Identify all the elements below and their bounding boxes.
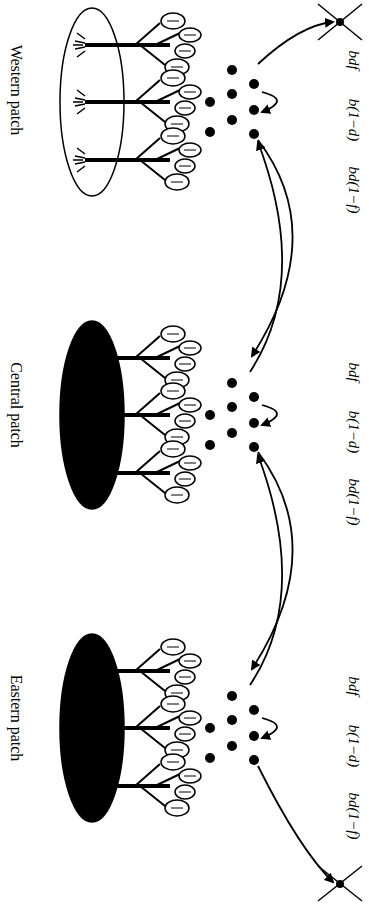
rate-label: b(1−d) [345, 97, 362, 144]
patch-name: Western patch [8, 45, 24, 136]
rate-label: bdf [345, 360, 362, 383]
rate-label: bdf [345, 674, 362, 697]
rate-label: bd(1−f) [345, 165, 362, 216]
rate-label: bd(1−f) [345, 791, 362, 842]
patch-name: Eastern patch [8, 675, 24, 762]
patch-name: Central patch [8, 362, 24, 448]
rate-label: bdf [345, 48, 362, 71]
rate-label: b(1−d) [345, 409, 362, 456]
rate-label: b(1−d) [345, 723, 362, 770]
rate-label: bd(1−f) [345, 477, 362, 528]
